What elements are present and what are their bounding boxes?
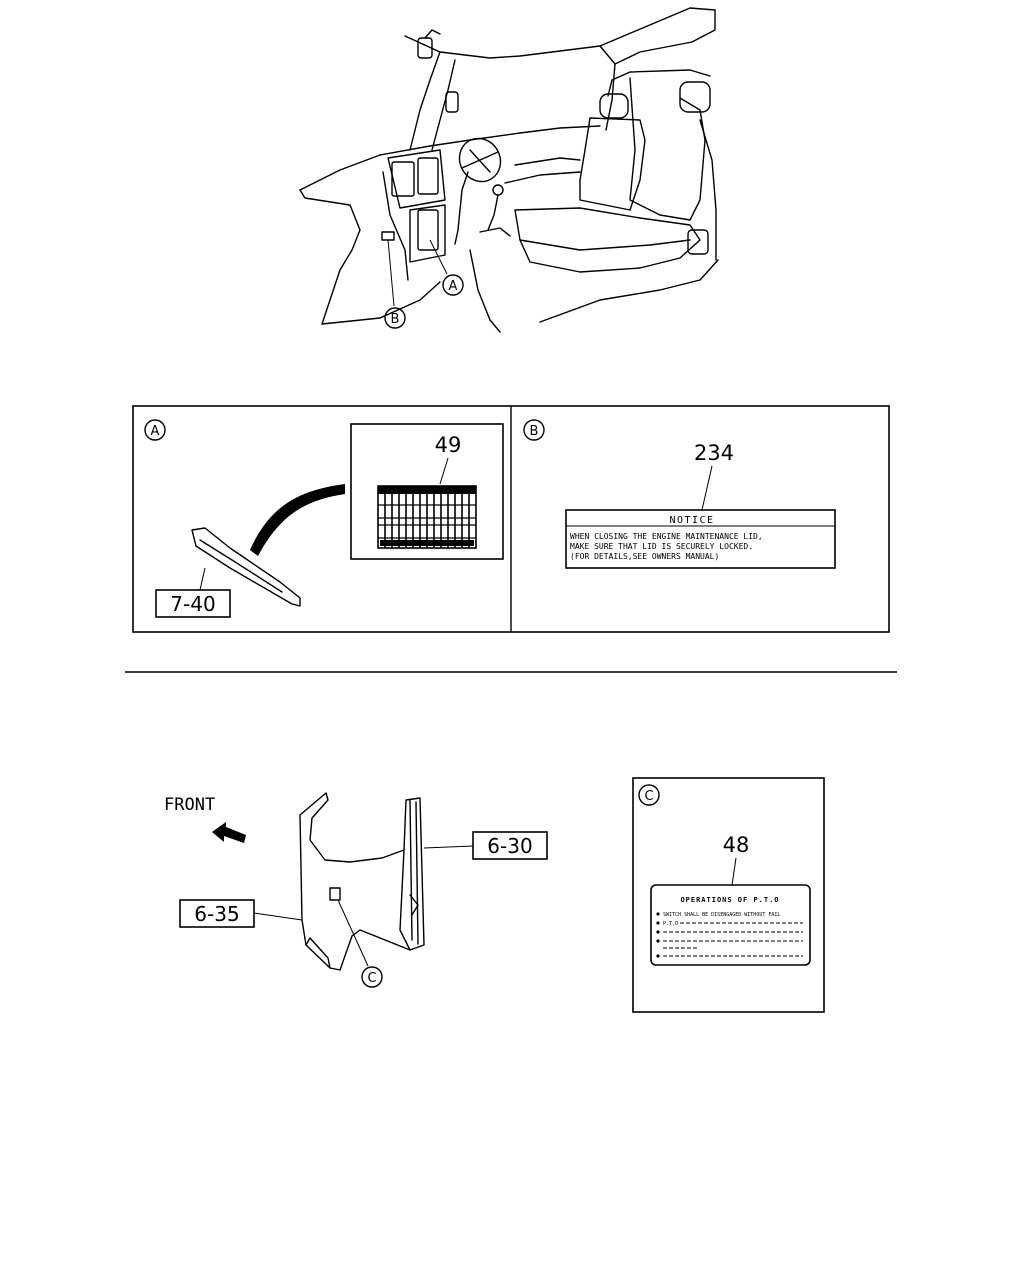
pto-label-line-2: P.T.O xyxy=(663,921,678,927)
ref-7-40: 7-40 xyxy=(170,592,215,616)
trim-panel-part xyxy=(299,792,425,971)
notice-label xyxy=(565,509,836,569)
panel-c: C 48 OPERATIONS OF P.T.O SWITCH SHALL BE… xyxy=(632,777,825,1013)
callout-a-label: A xyxy=(449,279,458,294)
panel-a: A 49 xyxy=(144,419,504,618)
panel-b-badge: B xyxy=(530,424,539,439)
panel-c-badge: C xyxy=(644,789,653,804)
part-number-48: 48 xyxy=(723,833,750,857)
ref-6-30: 6-30 xyxy=(487,834,532,858)
callout-b-leader: B xyxy=(384,239,406,329)
part-number-49: 49 xyxy=(435,433,462,457)
pto-label-line-1: SWITCH SHALL BE DISENGAGED WITHOUT FAIL xyxy=(663,912,780,918)
ref-7-40-box xyxy=(155,589,231,618)
notice-line-1: WHEN CLOSING THE ENGINE MAINTENANCE LID, xyxy=(570,532,763,541)
callout-a-leader: A xyxy=(429,239,464,296)
panel-a-badge: A xyxy=(151,424,160,439)
cab-interior-illustration xyxy=(299,7,719,333)
pto-label-title: OPERATIONS OF P.T.O xyxy=(680,896,779,904)
panel-b: B 234 NOTICE WHEN CLOSING THE ENGINE MAI… xyxy=(523,419,836,569)
dash-panel-part xyxy=(191,527,301,607)
front-arrow-icon xyxy=(212,822,246,843)
front-label: FRONT xyxy=(164,795,215,815)
ref-6-30-box xyxy=(472,831,548,860)
front-indicator: FRONT xyxy=(164,795,246,843)
ref-6-35: 6-35 xyxy=(194,902,239,926)
part-number-234: 234 xyxy=(694,441,734,465)
callout-b-label: B xyxy=(391,312,400,327)
notice-title: NOTICE xyxy=(669,515,714,526)
notice-line-2: MAKE SURE THAT LID IS SECURELY LOCKED. xyxy=(570,542,753,551)
pto-label xyxy=(650,884,811,966)
notice-line-3: (FOR DETAILS,SEE OWNERS MANUAL) xyxy=(570,552,719,561)
pointer-arrow xyxy=(250,484,345,556)
ref-6-35-box xyxy=(179,899,255,928)
callout-c-label: C xyxy=(367,971,376,986)
